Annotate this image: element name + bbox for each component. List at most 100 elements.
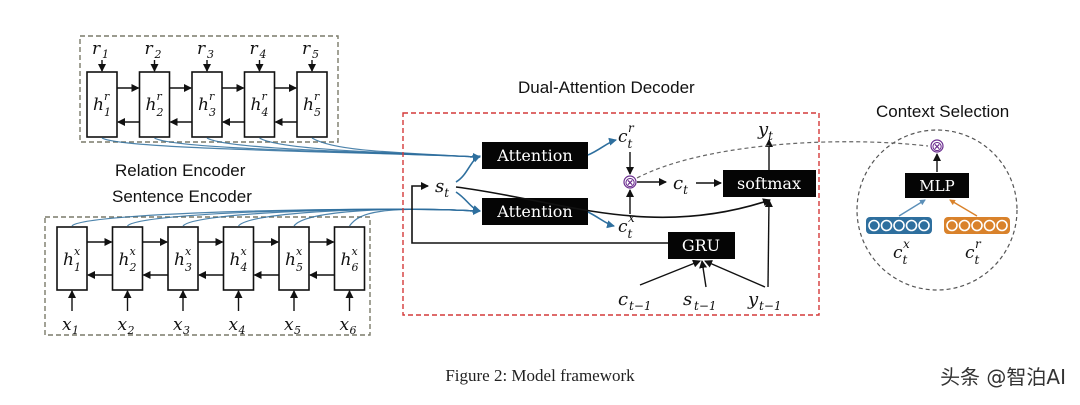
context-vector-r [944, 217, 1010, 234]
mlp-label: MLP [919, 177, 954, 195]
sentence-input-sub-1: 1 [72, 324, 79, 337]
sentence-encoder-frame [44, 216, 371, 336]
relation-cell-sub-2: 2 [156, 106, 164, 119]
context-selection-circle [856, 129, 1018, 291]
sentence-cell-2 [111, 226, 144, 291]
vec-r-unit-5 [996, 219, 1008, 232]
sentence-cell-sup-4: x [241, 245, 248, 258]
vec-r-unit-4 [983, 219, 996, 232]
relation-cell-2 [138, 71, 171, 138]
relation-input-sub-2: 2 [154, 48, 162, 61]
y-t-label: yt [757, 119, 773, 143]
sentence-cell-label-5: h [285, 250, 296, 270]
relation-cell-sub-3: 3 [209, 106, 216, 119]
relation-cell-sup-1: r [104, 90, 110, 103]
relation-cell-label-4: h [251, 95, 262, 115]
decoder-input-1: c [618, 289, 628, 310]
decoder-input-sub-2: t−1 [694, 299, 717, 313]
attention-bottom-box [482, 198, 588, 225]
context-c-x-sup: x [903, 237, 910, 251]
gru-label: GRU [682, 236, 720, 255]
sentence-attention-curve-6 [349, 208, 479, 227]
sentence-cell-sub-2: 2 [129, 261, 137, 274]
c-t-x-sup: x [628, 211, 635, 225]
c-t-label: ct [673, 173, 688, 197]
sentence-cell-sup-2: x [130, 245, 137, 258]
context-otimes: ⊗ [931, 139, 943, 155]
decoder-input-sub-1: t−1 [629, 299, 652, 313]
softmax-label: softmax [737, 174, 801, 193]
sentence-cell-1 [56, 226, 88, 291]
sentence-input-1: x [62, 315, 72, 335]
vec-x-unit-1 [868, 219, 880, 232]
sentence-input-4: x [229, 315, 239, 335]
sentence-input-sub-4: 4 [238, 324, 246, 337]
vec-r-unit-3 [971, 219, 983, 232]
sentence-cell-label-4: h [230, 250, 241, 270]
attention-connection-curves [71, 137, 481, 227]
decoder-otimes: ⊗ [624, 175, 636, 191]
sentence-input-2: x [118, 315, 128, 335]
relation-cell-sub-5: 5 [314, 106, 321, 119]
relation-cell-label-1: h [93, 95, 104, 115]
vec-x-unit-2 [880, 219, 893, 232]
relation-input-3: r [197, 39, 206, 59]
relation-cell-label-2: h [146, 95, 157, 115]
relation-cell-sup-3: r [209, 90, 215, 103]
decoder-label: Dual-Attention Decoder [518, 78, 695, 97]
sentence-cell-sub-5: 5 [296, 261, 303, 274]
vec-x-unit-4 [905, 219, 918, 232]
c-t-r-sup: r [628, 121, 635, 135]
sentence-cell-sub-6: 6 [352, 261, 359, 274]
context-otimes-circle [930, 139, 944, 153]
relation-input-sub-4: 4 [259, 48, 267, 61]
relation-input-1: r [92, 39, 101, 59]
vec-x-unit-5 [918, 219, 930, 232]
sentence-cell-sup-6: x [352, 245, 359, 258]
context-c-x-label: ct [893, 243, 908, 267]
sentence-input-sub-6: 6 [350, 324, 357, 337]
sentence-cell-label-2: h [119, 250, 130, 270]
decoder-input-3: y [747, 289, 759, 310]
sentence-input-sub-3: 3 [183, 324, 190, 337]
sentence-input-5: x [284, 315, 294, 335]
attention-bottom-label: Attention [496, 202, 572, 221]
decoder-input-sub-3: t−1 [759, 299, 782, 313]
decoder-otimes-circle [623, 175, 637, 189]
context-vector-x [866, 217, 932, 234]
watermark: 头条 @智泊AI [940, 365, 1066, 389]
sentence-cell-4 [222, 226, 255, 291]
s-t-label: st [435, 176, 449, 200]
relation-cell-4 [243, 71, 276, 138]
context-vector-r-cells [946, 219, 1008, 232]
relation-cell-sup-2: r [157, 90, 163, 103]
relation-attention-curve-4 [259, 137, 479, 158]
relation-encoder-label: Relation Encoder [115, 161, 246, 180]
relation-cell-label-5: h [303, 95, 314, 115]
sentence-cell-sub-1: 1 [74, 261, 81, 274]
sentence-cell-sup-3: x [185, 245, 192, 258]
softmax-box [723, 170, 816, 197]
decoder-frame [402, 112, 820, 316]
relation-cell-1 [86, 71, 118, 138]
relation-cell-sup-5: r [314, 90, 320, 103]
sentence-cell-label-6: h [341, 250, 352, 270]
relation-input-sub-5: 5 [312, 48, 319, 61]
sentence-cell-6 [333, 226, 366, 291]
relation-input-2: r [145, 39, 154, 59]
sentence-cell-sub-3: 3 [185, 261, 192, 274]
relation-cell-label-3: h [198, 95, 209, 115]
attention-top-box [482, 142, 588, 169]
relation-input-4: r [250, 39, 259, 59]
relation-cell-sub-1: 1 [104, 106, 111, 119]
relation-cell-5 [296, 71, 328, 138]
relation-attention-curve-5 [311, 137, 479, 158]
sentence-input-sub-5: 5 [294, 324, 301, 337]
vec-r-unit-1 [946, 219, 958, 232]
context-selection-label: Context Selection [876, 102, 1009, 121]
sentence-cell-label-3: h [174, 250, 185, 270]
